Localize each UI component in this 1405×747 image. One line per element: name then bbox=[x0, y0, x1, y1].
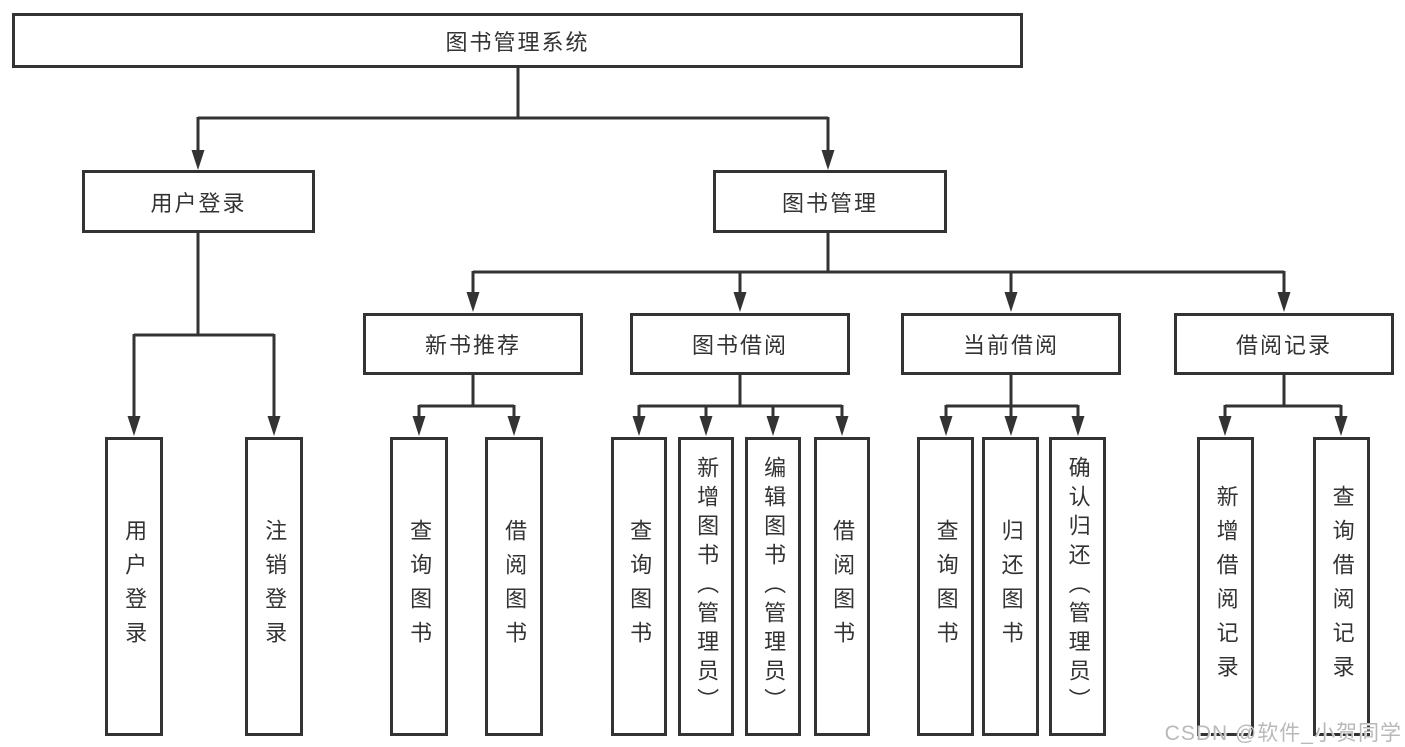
node-new-book-recommendation: 新书推荐 bbox=[363, 313, 583, 375]
connectors-root bbox=[191, 68, 835, 170]
leaf-borrow-books-2-label: 借阅图书 bbox=[830, 518, 856, 655]
leaf-edit-book-admin-label: 编辑图书（管理员） bbox=[761, 456, 787, 717]
node-root: 图书管理系统 bbox=[12, 13, 1023, 68]
leaf-add-borrow-record-label: 新增借阅记录 bbox=[1213, 484, 1239, 689]
node-book-management: 图书管理 bbox=[713, 170, 947, 233]
connectors-current bbox=[939, 375, 1085, 436]
connectors-borrowing bbox=[632, 375, 849, 436]
connectors-user-login bbox=[127, 233, 281, 436]
node-user-login: 用户登录 bbox=[82, 170, 315, 233]
leaf-return-book: 归还图书 bbox=[982, 437, 1039, 736]
leaf-query-borrow-record: 查询借阅记录 bbox=[1313, 437, 1370, 736]
leaf-user-login: 用户登录 bbox=[105, 437, 163, 736]
csdn-watermark: CSDN @软件_小贺同学 bbox=[1164, 722, 1402, 745]
leaf-confirm-return-admin: 确认归还（管理员） bbox=[1049, 437, 1106, 736]
leaf-add-book-admin: 新增图书（管理员） bbox=[678, 437, 734, 736]
leaf-return-book-label: 归还图书 bbox=[998, 518, 1024, 655]
connectors-new-book bbox=[412, 375, 521, 436]
leaf-add-borrow-record: 新增借阅记录 bbox=[1197, 437, 1254, 736]
leaf-logout: 注销登录 bbox=[245, 437, 303, 736]
leaf-borrow-books-1: 借阅图书 bbox=[485, 437, 543, 736]
leaf-add-book-admin-label: 新增图书（管理员） bbox=[694, 456, 720, 717]
node-borrowing-records: 借阅记录 bbox=[1174, 313, 1394, 375]
leaf-query-borrow-record-label: 查询借阅记录 bbox=[1329, 484, 1355, 689]
leaf-query-books-2-label: 查询图书 bbox=[627, 518, 653, 655]
leaf-query-books-2: 查询图书 bbox=[611, 437, 667, 736]
leaf-user-login-label: 用户登录 bbox=[122, 518, 148, 655]
leaf-query-books-1-label: 查询图书 bbox=[407, 518, 433, 655]
node-book-borrowing: 图书借阅 bbox=[630, 313, 850, 375]
leaf-query-books-3: 查询图书 bbox=[917, 437, 974, 736]
connectors-records bbox=[1218, 375, 1348, 436]
leaf-borrow-books-2: 借阅图书 bbox=[814, 437, 870, 736]
leaf-query-books-1: 查询图书 bbox=[390, 437, 448, 736]
leaf-logout-label: 注销登录 bbox=[262, 518, 288, 655]
leaf-edit-book-admin: 编辑图书（管理员） bbox=[745, 437, 801, 736]
leaf-query-books-3-label: 查询图书 bbox=[933, 518, 959, 655]
leaf-confirm-return-admin-label: 确认归还（管理员） bbox=[1065, 456, 1091, 717]
connectors-book-management bbox=[466, 233, 1291, 312]
node-current-borrowing: 当前借阅 bbox=[901, 313, 1121, 375]
leaf-borrow-books-1-label: 借阅图书 bbox=[502, 518, 528, 655]
